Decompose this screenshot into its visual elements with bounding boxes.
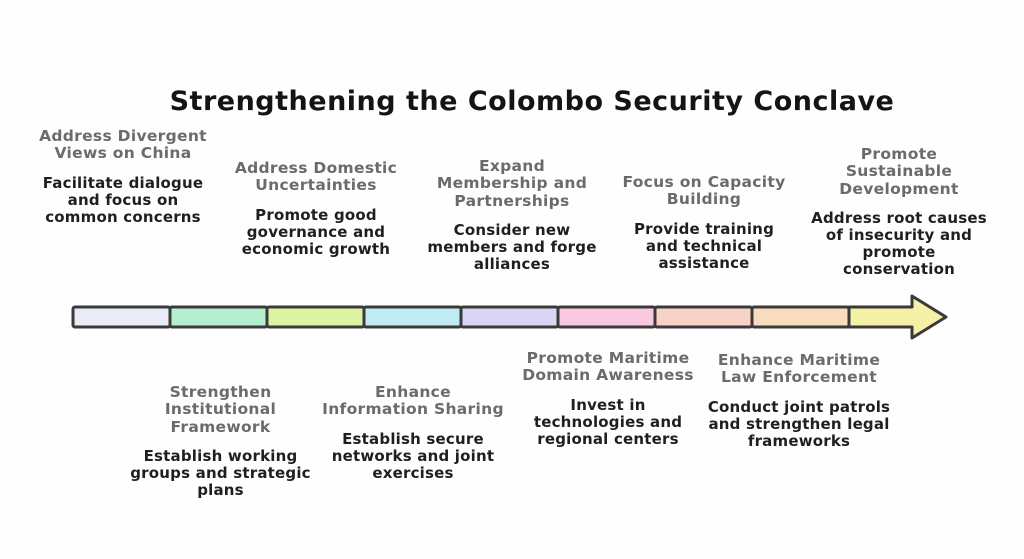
bottom-item-institutional-framework: Strengthen Institutional Framework Estab… [128,383,313,500]
timeline-segment-4 [362,305,463,329]
item-detail: Invest in technologies and regional cent… [533,395,683,448]
timeline-segment-6 [556,305,657,329]
timeline-segment-5 [459,305,560,329]
item-heading: Expand Membership and Partnerships [436,157,588,210]
bottom-item-information-sharing: Enhance Information Sharing Establish se… [322,383,504,482]
top-item-domestic-uncertainties: Address Domestic Uncertainties Promote g… [230,159,402,258]
item-detail: Establish secure networks and joint exer… [331,429,495,482]
item-detail: Address root causes of insecurity and pr… [811,209,987,279]
item-heading: Promote Maritime Domain Awareness [522,349,694,385]
item-detail: Facilitate dialogue and focus on common … [42,173,204,226]
timeline-arrowhead-segment [847,294,948,340]
timeline-segment-8 [750,305,851,329]
item-heading: Address Domestic Uncertainties [234,159,398,195]
top-item-sustainable-development: Promote Sustainable Development Address … [810,145,988,279]
item-heading: Focus on Capacity Building [622,173,786,209]
page-title: Strengthening the Colombo Security Concl… [169,86,895,117]
item-heading: Enhance Information Sharing [322,383,504,419]
timeline-segment-2 [168,305,269,329]
timeline-segment-3 [265,305,366,329]
item-heading: Enhance Maritime Law Enforcement [717,351,881,387]
item-detail: Provide training and technical assistanc… [633,219,775,272]
timeline-segment-7 [653,305,754,329]
item-detail: Consider new members and forge alliances [427,221,597,274]
item-heading: Strengthen Institutional Framework [164,383,277,436]
timeline-segment-1 [71,305,172,329]
top-item-divergent-views: Address Divergent Views on China Facilit… [38,127,208,226]
bottom-item-maritime-domain-awareness: Promote Maritime Domain Awareness Invest… [520,349,696,448]
item-heading: Promote Sustainable Development [839,145,959,198]
item-detail: Conduct joint patrols and strengthen leg… [707,397,891,450]
bottom-item-maritime-law-enforcement: Enhance Maritime Law Enforcement Conduct… [706,351,892,450]
top-item-expand-membership: Expand Membership and Partnerships Consi… [426,157,598,274]
item-detail: Establish working groups and strategic p… [130,447,311,500]
item-detail: Promote good governance and economic gro… [241,205,391,258]
item-heading: Address Divergent Views on China [39,127,207,163]
timeline-arrow [71,294,948,340]
top-item-capacity-building: Focus on Capacity Building Provide train… [616,173,792,272]
